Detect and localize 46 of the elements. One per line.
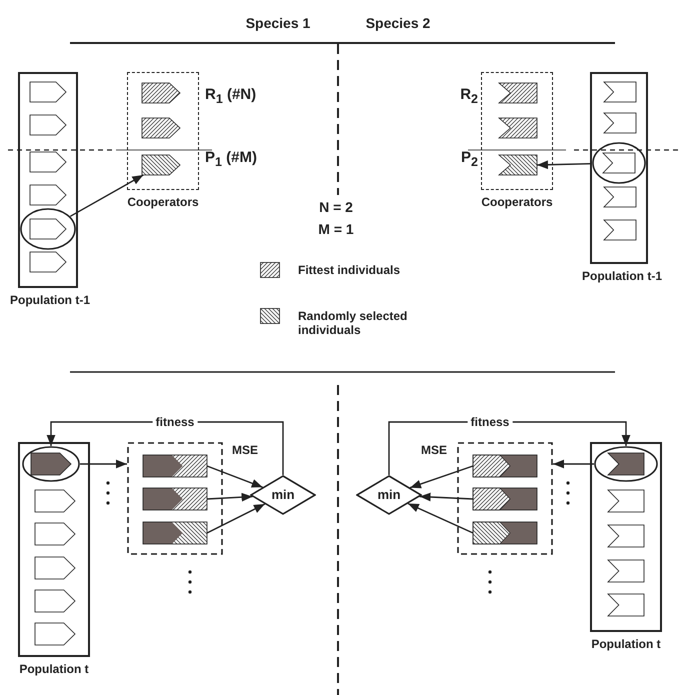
box-label: Population t-1 xyxy=(581,269,663,283)
box-label: Population t xyxy=(590,637,662,651)
circled-individual xyxy=(592,142,646,184)
node-label: min xyxy=(377,488,401,502)
arrow xyxy=(408,502,474,534)
dashed-group-box xyxy=(127,442,223,555)
individual-shape xyxy=(142,155,180,175)
dashed-group-box xyxy=(457,442,553,555)
node-label: min xyxy=(271,488,295,502)
arrow xyxy=(206,503,266,534)
text-label: Species 1 xyxy=(246,14,310,32)
arrow xyxy=(420,492,474,502)
arrow xyxy=(553,460,594,468)
text-label: N = 2 xyxy=(319,198,353,216)
paired-individual xyxy=(143,488,207,510)
paired-individual xyxy=(143,522,207,544)
legend-label: Randomly selected individuals xyxy=(298,309,408,337)
text-label: P$_{2}$ xyxy=(461,148,478,170)
box-label: Population t xyxy=(18,662,90,676)
arrow xyxy=(70,174,144,217)
text-label: Species 2 xyxy=(366,14,430,32)
arrow xyxy=(536,160,592,170)
paired-individual xyxy=(473,488,537,510)
individual-shape xyxy=(499,155,537,175)
text-label: P$_{1}$ (#M) xyxy=(205,148,257,170)
edge-label: fitness xyxy=(152,415,198,429)
text-label: R$_{2}$ xyxy=(460,84,478,108)
circled-individual xyxy=(22,446,80,482)
circled-individual xyxy=(594,446,658,482)
legend-label: Fittest individuals xyxy=(298,263,402,277)
decision-diamond xyxy=(356,475,422,515)
text-label: R$_{1}$ (#N) xyxy=(205,84,256,108)
arrow xyxy=(206,465,263,488)
text-label: M = 1 xyxy=(318,220,354,238)
arrow xyxy=(80,460,127,468)
arrow xyxy=(410,465,474,488)
circled-individual xyxy=(20,208,76,250)
paired-individual xyxy=(473,522,537,544)
paired-individual xyxy=(143,455,207,477)
box-label: Cooperators xyxy=(480,195,554,209)
box-label: Population t-1 xyxy=(9,293,91,307)
arrow xyxy=(206,492,253,502)
box-label: Cooperators xyxy=(126,195,200,209)
paired-individual xyxy=(473,455,537,477)
decision-diamond xyxy=(250,475,316,515)
edge-label: fitness xyxy=(468,415,512,429)
